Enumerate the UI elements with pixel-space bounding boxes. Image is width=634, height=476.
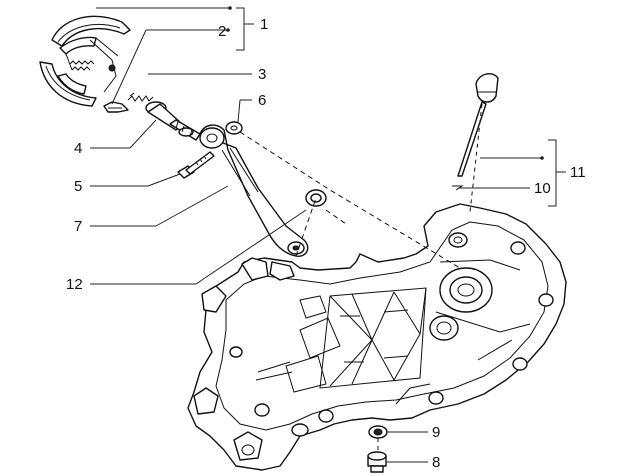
callout-labels: 1 2 3 6 4 5 7 12 11 10 9 8 bbox=[66, 16, 586, 471]
callout-4: 4 bbox=[74, 140, 82, 157]
callout-5: 5 bbox=[74, 178, 82, 195]
shoe-spring bbox=[69, 60, 95, 71]
drain-plug bbox=[367, 451, 387, 473]
callout-1: 1 bbox=[260, 16, 268, 33]
assembly-lines bbox=[239, 103, 483, 452]
bolt-part bbox=[177, 151, 215, 179]
crankcase-ribs bbox=[255, 287, 427, 393]
oil-dipstick bbox=[452, 73, 499, 191]
callout-9: 9 bbox=[432, 424, 440, 441]
callout-12: 12 bbox=[66, 276, 83, 293]
oil-seal bbox=[305, 189, 327, 207]
callout-6: 6 bbox=[258, 92, 266, 109]
callout-11: 11 bbox=[570, 164, 586, 181]
callout-10: 10 bbox=[534, 180, 551, 197]
crankcase-housing bbox=[187, 203, 567, 471]
callout-8: 8 bbox=[432, 454, 440, 471]
washer-part bbox=[225, 121, 243, 135]
brake-shoes bbox=[39, 15, 131, 107]
return-spring bbox=[127, 92, 154, 102]
leader-lines bbox=[90, 6, 566, 463]
callout-7: 7 bbox=[74, 218, 82, 235]
brake-cam-shaft bbox=[145, 101, 201, 141]
brake-lever bbox=[199, 124, 309, 257]
callout-2: 2 bbox=[218, 23, 226, 40]
clip-part bbox=[103, 101, 129, 113]
drain-washer bbox=[368, 425, 388, 439]
callout-3: 3 bbox=[258, 66, 266, 83]
